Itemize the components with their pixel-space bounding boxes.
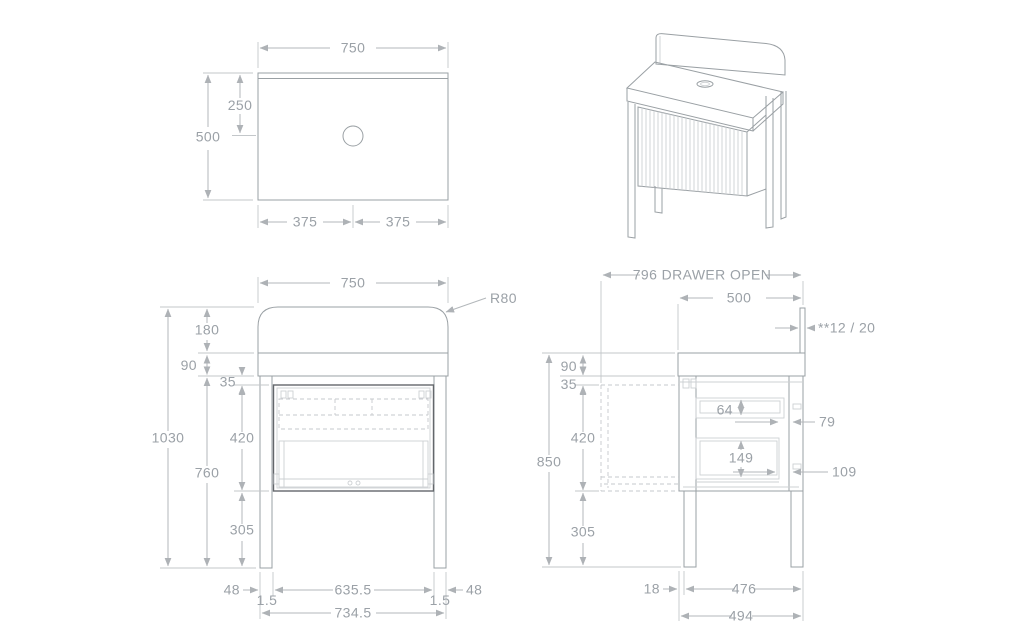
side-upper-rail [695,397,785,419]
dim-front-total-height: 1030 [152,430,185,446]
dim-front-width: 750 [341,275,366,291]
dim-front-radius: R80 [490,290,517,306]
dim-side-lower-gap: 149 [729,450,754,466]
dim-side-lower-back-gap: 109 [832,464,857,480]
dim-front-reveal: 35 [220,374,236,390]
front-hidden-lines [278,398,429,430]
side-leg-back [790,490,804,568]
dim-front-leg-width-right: 48 [466,582,482,598]
front-backsplash [257,306,449,354]
iso-leg-back-left [654,186,663,214]
dim-side-overall-height: 850 [537,454,562,470]
dim-front-leg-height: 305 [230,522,255,538]
side-cabinet-body [678,375,804,492]
dim-side-drawer-open: 796 DRAWER OPEN [633,267,772,283]
dim-front-gap-right: 1.5 [430,592,451,608]
side-leg-front [683,490,697,568]
dim-side-body-height: 420 [571,430,596,446]
iso-leg-front-right [765,96,774,229]
front-drawer-box [278,440,429,488]
side-drawer-box [695,437,780,480]
plan-view: 750 500 250 375 375 [196,40,449,230]
front-countertop [257,352,449,377]
front-leg-left [259,375,273,569]
plan-drain-hole [342,125,364,147]
iso-countertop-front [626,88,754,132]
iso-drawer-fluting [641,107,743,196]
iso-leg-back-right [780,91,787,220]
front-view: 750 R80 180 90 35 1030 420 760 305 48 1. [152,275,517,621]
iso-countertop-side [752,92,784,132]
iso-leg-front-left [627,102,636,239]
iso-side-panel [746,114,767,197]
dim-plan-half-left: 375 [293,214,318,230]
side-drawer-open-outline [600,384,679,492]
iso-backsplash [655,33,786,76]
dim-plan-center-offset: 250 [228,97,253,113]
dim-side-counter-height: 90 [561,358,577,374]
dim-side-leg-span: 476 [732,581,757,597]
dim-front-feet-span: 734.5 [334,605,371,621]
dim-side-front-inset: 18 [644,581,660,597]
isometric-view [625,33,787,239]
dim-front-splash-height: 180 [195,322,220,338]
dim-front-counter-height: 90 [181,357,197,373]
dim-side-splash-note: **12 / 20 [818,320,875,336]
side-view: 796 DRAWER OPEN 500 **12 / 20 90 35 420 … [537,267,875,624]
dim-front-drawer-width: 635.5 [334,582,371,598]
dim-plan-width: 750 [341,40,366,56]
dim-side-upper-back-gap: 79 [819,414,835,430]
dim-front-gap-left: 1.5 [257,592,278,608]
front-leg-right [433,375,447,569]
iso-drain-hole [696,80,714,88]
side-countertop [677,352,806,377]
front-drawer-opening [272,384,435,492]
dim-side-depth: 500 [727,290,752,306]
dim-plan-depth: 500 [196,129,221,145]
dim-front-base-height: 760 [195,465,220,481]
dim-side-reveal: 35 [561,376,577,392]
dim-side-leg-height: 305 [571,524,596,540]
dim-front-leg-width-left: 48 [224,582,240,598]
side-backsplash [799,307,806,354]
dim-plan-half-right: 375 [386,214,411,230]
dim-front-drawer-height: 420 [230,430,255,446]
dim-side-base-depth: 494 [729,608,754,624]
plan-countertop-outline [257,72,449,201]
dim-side-upper-gap: 64 [717,402,733,418]
